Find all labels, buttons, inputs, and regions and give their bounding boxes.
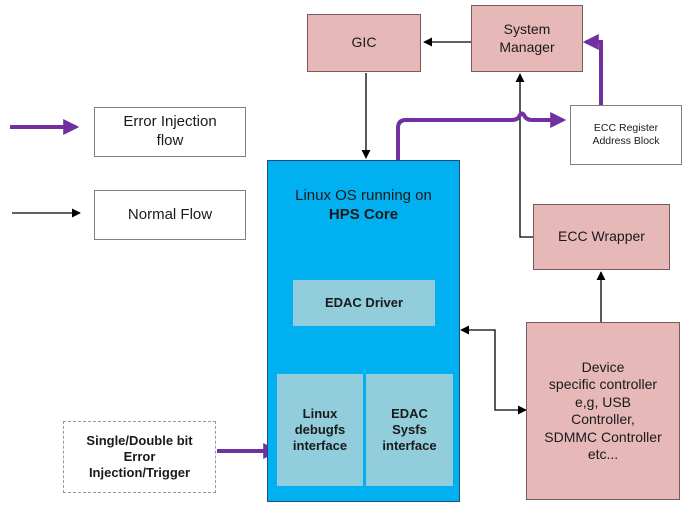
debugfs-label-line1: Linux	[302, 405, 338, 421]
sysfs-label-line1: EDAC	[391, 405, 428, 421]
system-manager-node: System Manager	[471, 5, 583, 72]
ecc-register-node: ECC Register Address Block	[570, 105, 682, 165]
legend-normal-flow-box: Normal Flow	[94, 190, 246, 240]
device-label-line5: SDMMC Controller	[544, 428, 662, 445]
ecc-register-label-line1: ECC Register	[593, 121, 659, 134]
edac-driver-label: EDAC Driver	[324, 294, 404, 310]
system-manager-label-line2: Manager	[499, 38, 555, 55]
ecc-wrapper-label: ECC Wrapper	[558, 228, 645, 245]
debugfs-label-line2: debugfs	[294, 421, 346, 437]
error-trigger-node: Single/Double bit Error Injection/Trigge…	[63, 421, 216, 493]
trigger-label-line3: Injection/Trigger	[88, 465, 191, 481]
device-label-line1: Device	[581, 358, 625, 375]
trigger-label-line2: Error	[123, 448, 156, 464]
debugfs-label-line3: interface	[292, 438, 348, 454]
gic-label: GIC	[351, 34, 377, 51]
linux-os-label-line1: Linux OS running on	[295, 187, 432, 204]
ecc-register-label-line2: Address Block	[592, 135, 660, 147]
legend-normal-label: Normal Flow	[127, 205, 213, 223]
device-label-line2: specific controller	[548, 376, 658, 392]
device-label-line4: Controller,	[571, 411, 635, 427]
arrow-eccwrapper-to-sysmgr	[515, 73, 533, 238]
edac-sysfs-node: EDAC Sysfs interface	[366, 374, 453, 486]
arrow-os-device-bidirectional	[460, 325, 527, 415]
edac-driver-node: EDAC Driver	[293, 280, 435, 326]
gic-node: GIC	[307, 14, 421, 72]
device-label-line6: etc...	[587, 446, 619, 462]
legend-error-injection-box: Error Injection flow	[94, 107, 246, 157]
trigger-label-line1: Single/Double bit	[86, 432, 193, 448]
legend-error-label-line2: flow	[156, 132, 184, 149]
linux-os-label-line2: HPS Core	[328, 205, 399, 223]
sysfs-label-line2: Sysfs	[392, 421, 427, 437]
device-label-line3: e,g, USB	[574, 393, 632, 410]
linux-debugfs-node: Linux debugfs interface	[277, 374, 363, 486]
device-controller-node: Device specific controller e,g, USB Cont…	[526, 322, 680, 500]
legend-error-label-line1: Error Injection	[123, 113, 217, 131]
ecc-wrapper-node: ECC Wrapper	[533, 204, 670, 270]
error-path-eccregister-to-sysmgr	[582, 34, 603, 105]
system-manager-label-line1: System	[503, 21, 551, 37]
sysfs-label-line3: interface	[382, 438, 437, 454]
